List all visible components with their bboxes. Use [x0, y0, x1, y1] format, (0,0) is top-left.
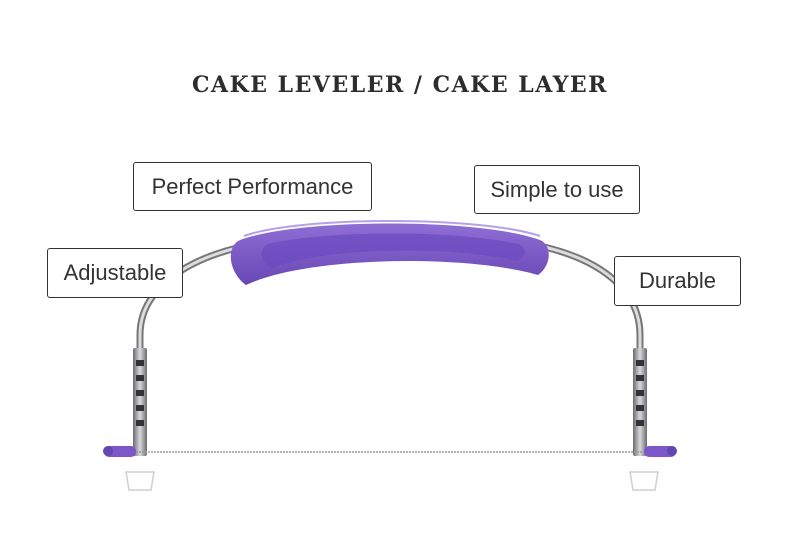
metal-frame [136, 241, 644, 456]
right-leg [633, 348, 647, 456]
feature-label-adjustable: Adjustable [47, 248, 183, 298]
right-wire-knob [644, 446, 677, 457]
left-wire-knob [103, 446, 136, 457]
left-leg [133, 348, 147, 456]
product-title: CAKE LEVELER / CAKE LAYER [192, 72, 608, 98]
right-foot [629, 471, 659, 491]
feature-label-perfect-performance: Perfect Performance [133, 162, 372, 211]
purple-handle [230, 220, 549, 285]
feature-label-durable: Durable [614, 256, 741, 306]
feature-label-simple-to-use: Simple to use [474, 165, 640, 214]
left-foot [125, 471, 155, 491]
